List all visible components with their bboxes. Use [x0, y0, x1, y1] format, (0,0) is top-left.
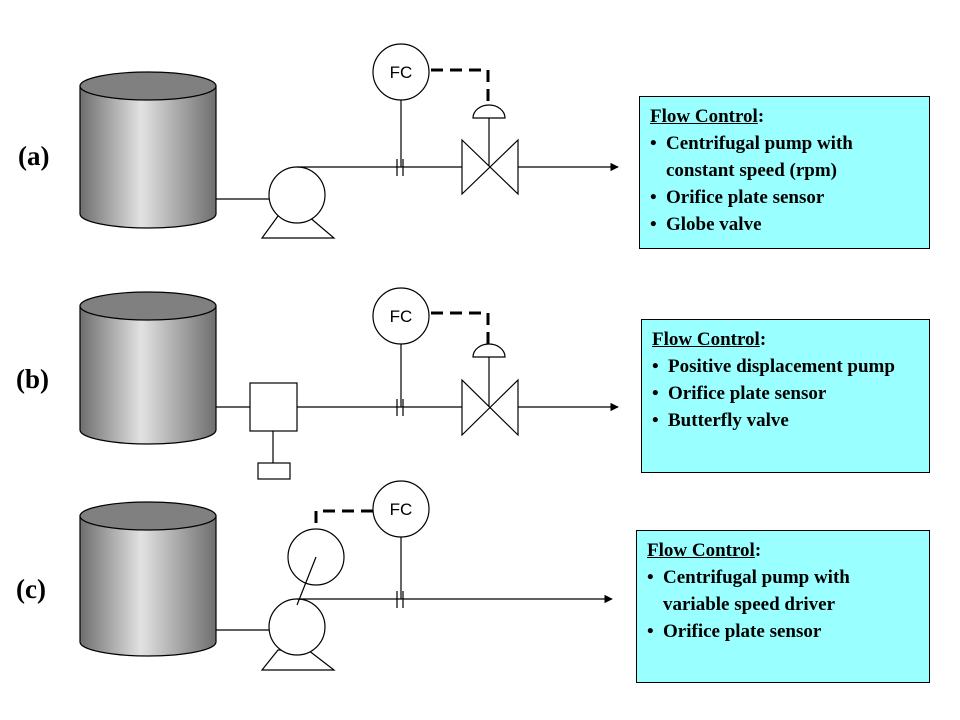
panel-label-a: (a)	[18, 141, 49, 171]
panel-b: (b) FC	[16, 287, 619, 480]
centrifugal-pump	[260, 598, 336, 671]
info-item: Globe valve	[650, 211, 921, 238]
panel-c: (c) FC	[16, 480, 613, 671]
flow-controller: FC	[372, 480, 430, 538]
signal-line	[431, 68, 490, 103]
panel-a: (a) FC	[18, 43, 619, 239]
tank	[79, 71, 217, 229]
panel-label-c: (c)	[16, 574, 46, 604]
info-box-b: Flow Control: Positive displacement pump…	[641, 319, 930, 473]
info-box-a: Flow Control: Centrifugal pump with cons…	[639, 96, 930, 249]
orifice-plate	[396, 591, 404, 608]
info-title: Flow Control	[647, 540, 755, 561]
globe-valve	[461, 104, 519, 196]
flow-controller: FC	[372, 287, 430, 345]
info-item: Butterfly valve	[652, 407, 921, 434]
orifice-plate	[396, 399, 404, 416]
info-box-c: Flow Control: Centrifugal pump with vari…	[636, 530, 930, 683]
fc-label: FC	[390, 307, 413, 326]
signal-line	[314, 509, 373, 529]
info-item: Centrifugal pump with variable speed dri…	[647, 564, 921, 618]
info-list: Centrifugal pump with constant speed (rp…	[650, 130, 921, 238]
fc-label: FC	[390, 500, 413, 519]
info-item: Orifice plate sensor	[647, 618, 921, 645]
tank	[79, 291, 217, 445]
info-list: Positive displacement pump Orifice plate…	[652, 353, 921, 434]
panel-label-b: (b)	[16, 364, 49, 394]
butterfly-valve	[461, 343, 519, 437]
centrifugal-pump	[260, 166, 336, 239]
positive-displacement-pump	[249, 382, 298, 480]
info-item: Orifice plate sensor	[652, 380, 921, 407]
tank	[79, 501, 217, 657]
info-list: Centrifugal pump with variable speed dri…	[647, 564, 921, 645]
fc-label: FC	[390, 63, 413, 82]
info-item: Orifice plate sensor	[650, 184, 921, 211]
info-title: Flow Control	[652, 329, 760, 350]
signal-line	[431, 311, 490, 344]
flow-controller: FC	[372, 43, 430, 101]
info-title: Flow Control	[650, 106, 758, 127]
variable-speed-driver	[287, 528, 345, 606]
orifice-plate	[396, 159, 404, 176]
info-item: Centrifugal pump with constant speed (rp…	[650, 130, 921, 184]
info-item: Positive displacement pump	[652, 353, 921, 380]
